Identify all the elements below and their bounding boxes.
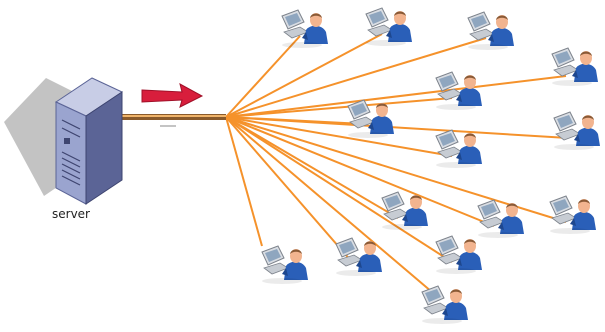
server-tower-icon — [4, 77, 124, 205]
user-at-computer-icon — [477, 199, 525, 239]
connection-line — [225, 116, 495, 227]
user-at-computer-icon — [261, 245, 309, 285]
user-at-computer-icon — [365, 7, 413, 47]
connection-line — [225, 35, 301, 118]
user-at-computer-icon — [553, 111, 601, 151]
connection-line — [225, 116, 353, 263]
user-at-computer-icon — [435, 71, 483, 111]
user-at-computer-icon — [381, 191, 429, 231]
user-at-computer-icon — [467, 11, 515, 51]
user-at-computer-icon — [435, 235, 483, 275]
connection-line — [225, 116, 453, 157]
trunk-cable — [122, 114, 226, 127]
connection-line — [225, 33, 383, 118]
user-at-computer-icon — [435, 129, 483, 169]
connection-line — [225, 116, 263, 247]
connection-line — [225, 116, 433, 293]
connection-line — [225, 75, 567, 118]
user-at-computer-icon — [421, 285, 469, 325]
connection-line — [225, 116, 399, 219]
connection-line — [225, 37, 487, 118]
arrow-right-icon — [141, 83, 204, 108]
connection-line — [225, 116, 569, 139]
server-label: server — [52, 207, 90, 221]
user-at-computer-icon — [551, 47, 599, 87]
user-at-computer-icon — [549, 195, 597, 235]
user-at-computer-icon — [281, 9, 329, 49]
connection-line — [225, 97, 453, 118]
connection-line — [225, 116, 453, 263]
connection-lines — [225, 33, 569, 293]
